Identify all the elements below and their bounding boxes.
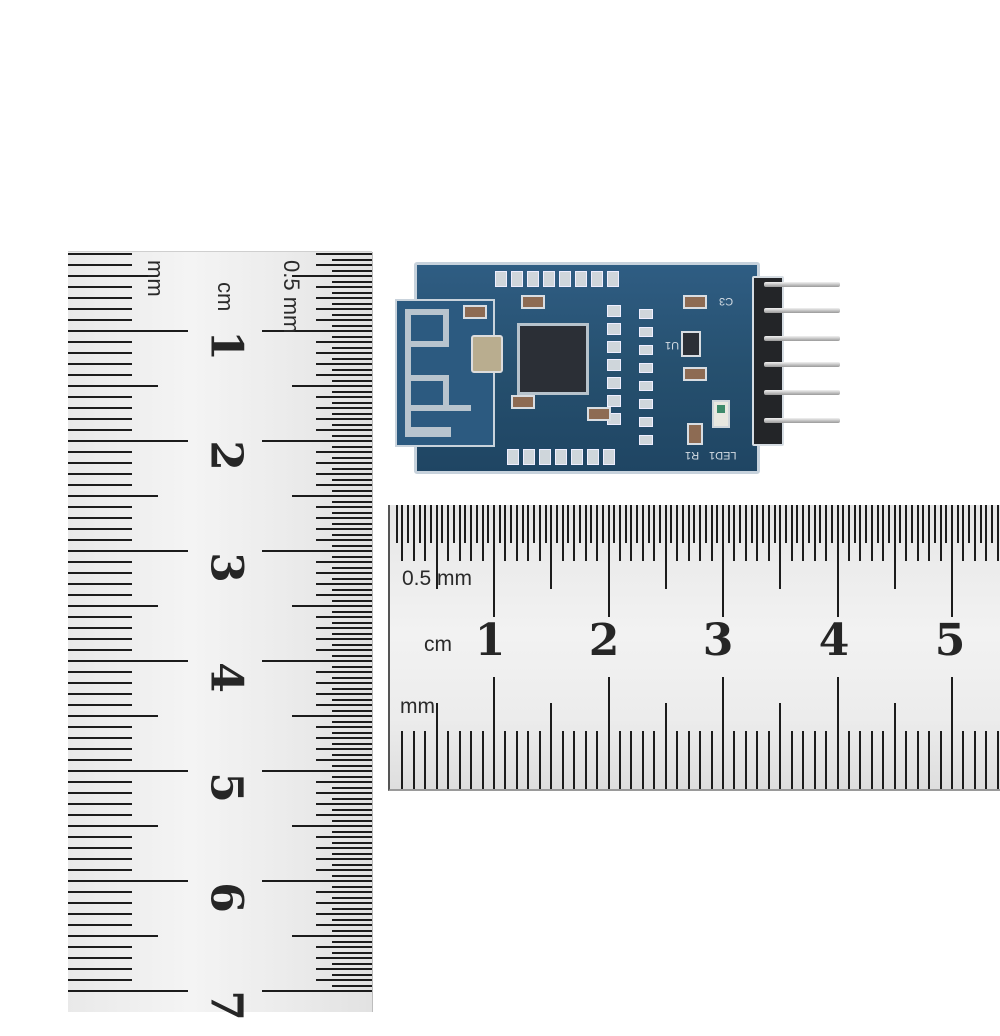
capacitor <box>587 407 611 421</box>
header-pin <box>764 282 840 287</box>
ruler-label-mm: mm <box>400 695 435 718</box>
horizontal-ruler: 0.5 mm cm mm 1 2 3 4 5 <box>388 505 1000 791</box>
ruler-label-cm: cm <box>424 633 452 656</box>
ruler-label-half-mm: 0.5 mm <box>279 260 304 334</box>
vertical-ruler: mm cm 0.5 mm 1 2 3 4 5 6 7 <box>68 252 372 1021</box>
capacitor <box>683 367 707 381</box>
ruler-label-half-mm: 0.5 mm <box>402 567 473 590</box>
ruler-number: 3 <box>200 552 252 583</box>
ruler-number: 2 <box>200 440 252 471</box>
ruler-number: 1 <box>474 615 506 666</box>
ruler-number: 7 <box>200 990 252 1021</box>
capacitor <box>521 295 545 309</box>
header-pin <box>764 390 840 395</box>
capacitor <box>511 395 535 409</box>
ruler-number: 3 <box>702 615 734 666</box>
pin-header <box>752 276 784 446</box>
ruler-number: 2 <box>588 615 620 666</box>
bluetooth-chip <box>517 323 589 395</box>
header-pin <box>764 308 840 313</box>
bluetooth-module-pcb: C3 U1 R1 LED1 <box>395 262 760 474</box>
silkscreen-led1: LED1 <box>709 449 737 461</box>
ruler-number: 6 <box>200 882 252 913</box>
header-pin <box>764 336 840 341</box>
silkscreen-u1: U1 <box>665 339 680 351</box>
pcb-antenna <box>395 299 495 447</box>
ruler-label-mm: mm <box>143 260 168 297</box>
ruler-number: 1 <box>200 330 252 361</box>
ruler-number: 5 <box>200 772 252 803</box>
resistor-r1 <box>687 423 703 445</box>
silkscreen-c3: C3 <box>719 295 734 307</box>
status-led <box>712 400 730 428</box>
capacitor <box>463 305 487 319</box>
ruler-number: 5 <box>934 615 966 666</box>
ruler-ticks-half-mm <box>262 252 372 1012</box>
regulator-u1 <box>681 331 701 357</box>
ruler-ticks-mm <box>68 252 188 1012</box>
header-pin <box>764 362 840 367</box>
header-pin <box>764 418 840 423</box>
crystal-oscillator <box>471 335 503 373</box>
silkscreen-r1: R1 <box>685 449 700 461</box>
ruler-label-cm: cm <box>213 282 238 312</box>
ruler-number: 4 <box>200 662 252 693</box>
ruler-number: 4 <box>818 615 850 666</box>
capacitor-c3 <box>683 295 707 309</box>
